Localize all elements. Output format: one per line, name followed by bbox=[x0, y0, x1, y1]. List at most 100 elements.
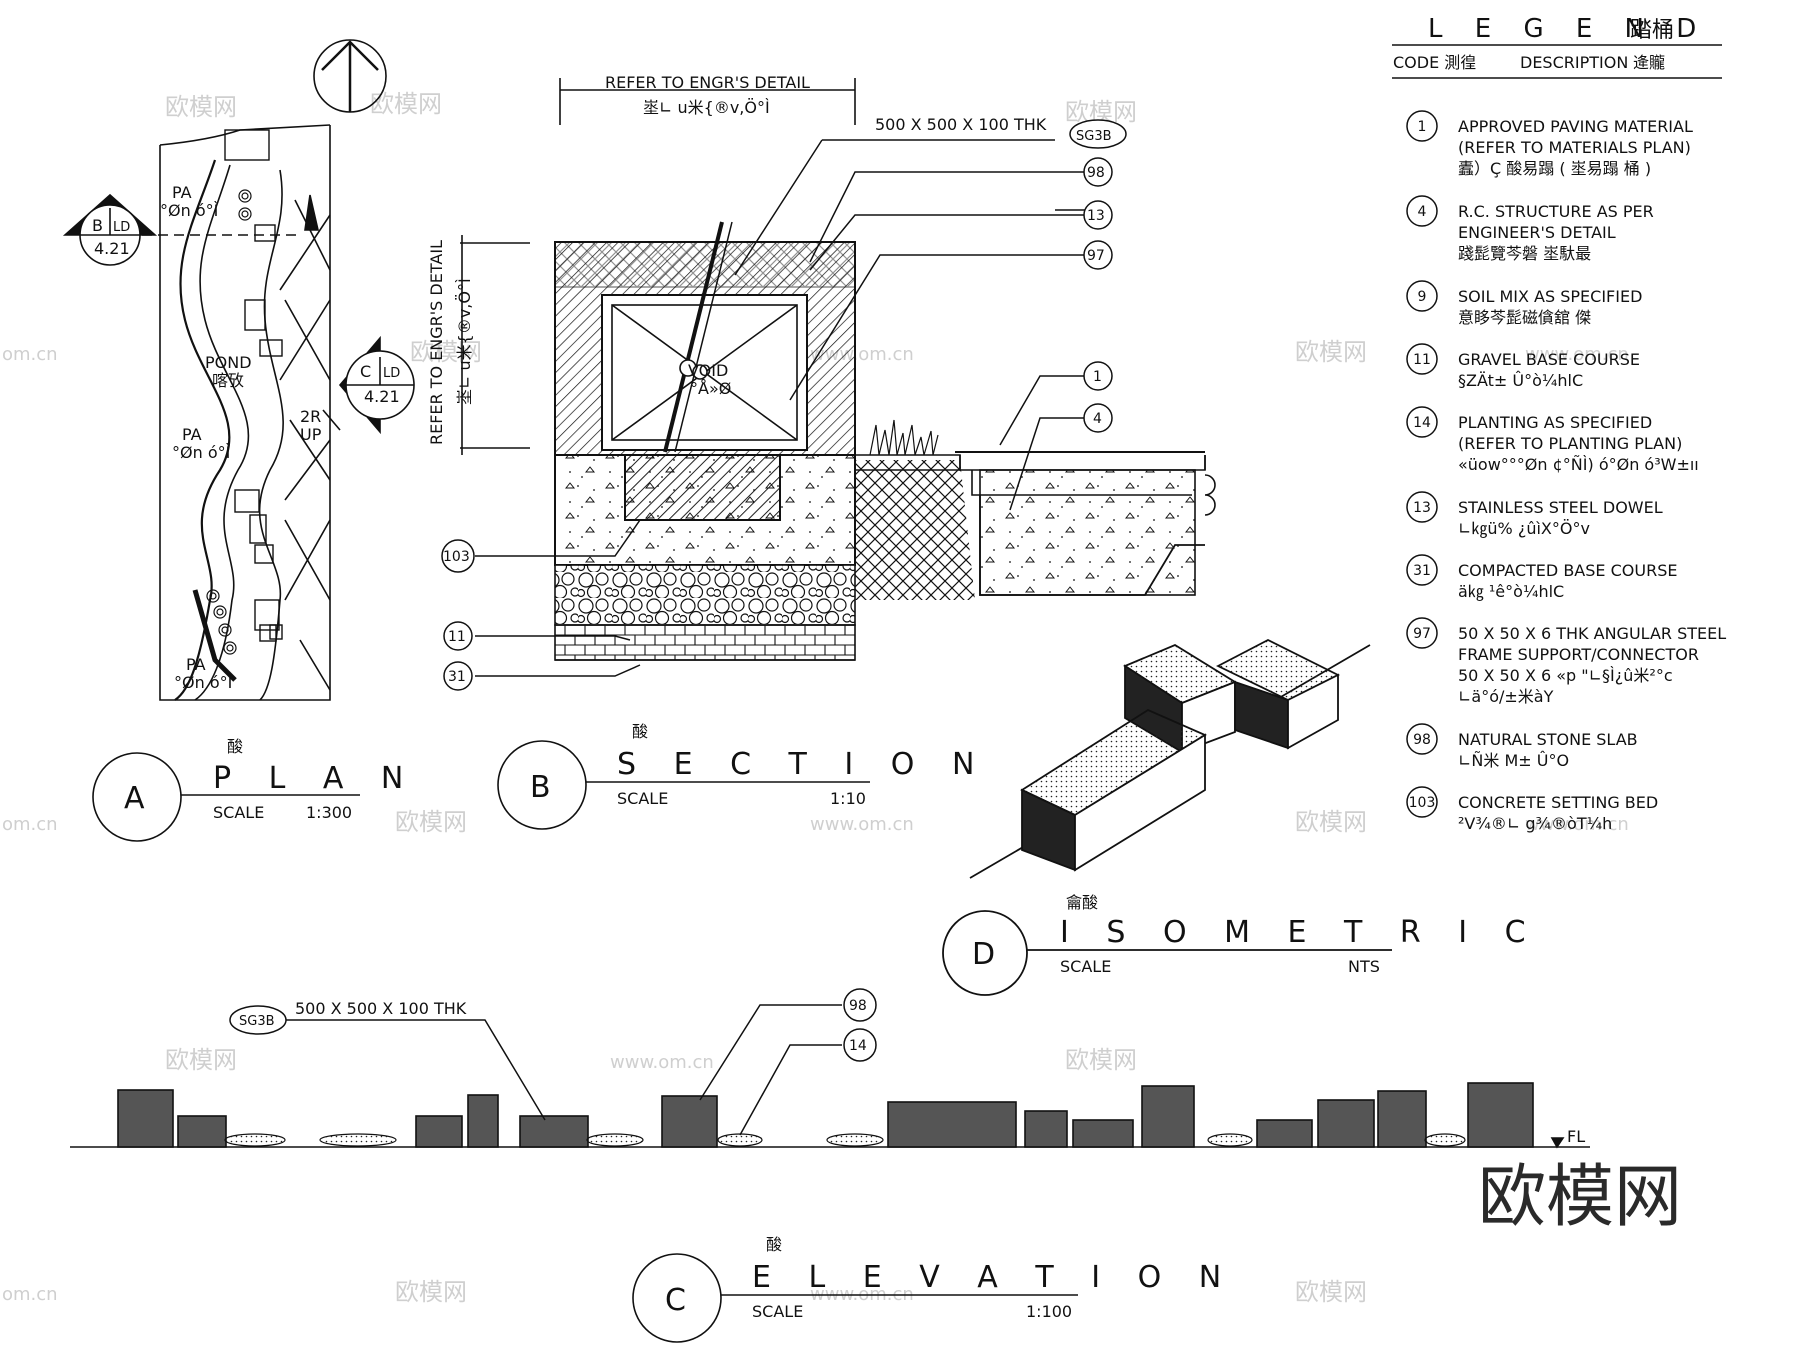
north-arrow-icon bbox=[313, 39, 387, 113]
isometric-title-letter: D bbox=[972, 937, 995, 972]
plan-label-pa-cn-2: °Øn ó°Ì bbox=[172, 443, 230, 462]
section-void: VOID bbox=[688, 361, 728, 380]
legend-description-line: ²V¾®∟ g¾®òT¼h bbox=[1458, 814, 1612, 833]
legend-code: 11 bbox=[1413, 352, 1431, 368]
plan-title-circle bbox=[92, 752, 182, 842]
watermark-7: 欧模网 bbox=[1295, 808, 1367, 836]
marker-b-letter: B bbox=[92, 216, 103, 235]
legend-description-line: «üow°°°Øn ¢°ÑÌ) ó°Øn ó³W±ıı bbox=[1458, 455, 1699, 474]
plan-label-pond-cn: 喀攷 bbox=[212, 371, 244, 390]
legend-description-line: CONCRETE SETTING BED bbox=[1458, 793, 1658, 812]
legend-desc-header: DESCRIPTION bbox=[1520, 53, 1628, 72]
legend-code: 4 bbox=[1418, 204, 1427, 220]
legend-description-line: ∟㎏ü% ¿ûìX°Ö°v bbox=[1458, 519, 1590, 538]
legend-description-line: 50 X 50 X 6 «p "∟§Ì¿û米²°c bbox=[1458, 666, 1673, 685]
legend-description-line: APPROVED PAVING MATERIAL bbox=[1458, 117, 1693, 136]
plan-title-letter: A bbox=[124, 781, 145, 816]
plan-label-pa-1: PA bbox=[172, 183, 192, 202]
legend-description-line: 蠹）Ç 酸易蹋 ( 埊易蹋 桶 ) bbox=[1458, 159, 1651, 178]
section-refer-side: REFER TO ENGR'S DETAIL bbox=[427, 240, 446, 445]
plan-label-steps-b: UP bbox=[300, 425, 322, 444]
elevation-scale-value: 1:100 bbox=[1026, 1302, 1072, 1321]
legend-description-line: 踐髭覽芩磐 埊馱最 bbox=[1458, 244, 1591, 263]
elevation-title: E L E V A T I O N bbox=[752, 1260, 1235, 1295]
watermark-9: 欧模网 bbox=[1065, 1046, 1137, 1074]
isometric-title: I S O M E T R I C bbox=[1060, 915, 1540, 950]
legend-code: 14 bbox=[1413, 415, 1431, 431]
watermark-2: 欧模网 bbox=[370, 90, 442, 118]
plan-scale-value: 1:300 bbox=[306, 803, 352, 822]
legend-items: 1 APPROVED PAVING MATERIAL (REFER TO MATER… bbox=[1406, 110, 1726, 833]
legend-code: 1 bbox=[1418, 119, 1427, 135]
section-view bbox=[441, 78, 1216, 830]
section-refer-top-cn: 埊∟ u米{®v,Ö°Ì bbox=[643, 98, 770, 117]
isometric-scale-label: SCALE bbox=[1060, 957, 1111, 976]
watermark-url-6: om.cn bbox=[2, 344, 58, 365]
legend-description-line: (REFER TO PLANTING PLAN) bbox=[1458, 434, 1682, 453]
watermarks: 欧模网 欧模网 欧模网 欧模网 欧模网 欧模网 欧模网 欧模网 欧模网 欧模网 … bbox=[2, 90, 1682, 1306]
legend-code: 103 bbox=[1409, 795, 1436, 811]
plan-label-pa-2: PA bbox=[182, 425, 202, 444]
elevation-title-letter: C bbox=[665, 1283, 686, 1318]
watermark-url-5: www.om.cn bbox=[610, 1052, 714, 1073]
legend-description-line: COMPACTED BASE COURSE bbox=[1458, 561, 1677, 580]
legend-description-line: PLANTING AS SPECIFIED bbox=[1458, 413, 1652, 432]
legend-description-line: FRAME SUPPORT/CONNECTOR bbox=[1458, 645, 1699, 664]
watermark-1: 欧模网 bbox=[165, 93, 237, 121]
elevation-callout-14: 14 bbox=[849, 1038, 867, 1054]
watermark-url-4: www.om.cn bbox=[1525, 814, 1629, 835]
legend-code-circle bbox=[1406, 343, 1438, 375]
section-labels: REFER TO ENGR'S DETAIL 埊∟ u米{®v,Ö°Ì REFE… bbox=[427, 73, 1112, 808]
elevation-title-cn: 酸 bbox=[766, 1235, 782, 1254]
legend-description-line: §ZÄt± Û°ò¼hlC bbox=[1458, 371, 1583, 390]
legend-code: 98 bbox=[1413, 732, 1431, 748]
legend-code-circle bbox=[1406, 195, 1438, 227]
watermark-5: 欧模网 bbox=[1295, 338, 1367, 366]
watermark-8: 欧模网 bbox=[165, 1046, 237, 1074]
marker-c-letter: C bbox=[360, 362, 371, 381]
section-refer-side-cn: 埊∟ u米{®v,Ö°Ì bbox=[455, 278, 474, 405]
legend-description-line: (REFER TO MATERIALS PLAN) bbox=[1458, 138, 1691, 157]
watermark-url-2: www.om.cn bbox=[810, 814, 914, 835]
legend-desc-header-cn: 逄贚 bbox=[1633, 53, 1665, 72]
elevation-scale-label: SCALE bbox=[752, 1302, 803, 1321]
legend-code-circle bbox=[1406, 786, 1438, 818]
elevation-tag: SG3B bbox=[239, 1014, 275, 1029]
legend-code: 9 bbox=[1418, 289, 1427, 305]
marker-c-ref: 4.21 bbox=[364, 387, 400, 406]
isometric-title-cn: 龠酸 bbox=[1066, 893, 1098, 912]
marker-b-sheet: LD bbox=[113, 220, 130, 235]
plan-title-cn: 酸 bbox=[227, 737, 243, 756]
plan-label-pa-cn-3: °Øn ó°Ì bbox=[174, 673, 232, 692]
section-title-circle bbox=[497, 740, 587, 830]
watermark-4: 欧模网 bbox=[410, 338, 482, 366]
elevation-slab-label: 500 X 500 X 100 THK bbox=[295, 999, 467, 1018]
section-slab-label: 500 X 500 X 100 THK bbox=[875, 115, 1047, 134]
section-marker-b bbox=[62, 193, 158, 266]
legend-title: L E G E N D bbox=[1428, 14, 1708, 44]
marker-b-ref: 4.21 bbox=[94, 239, 130, 258]
watermark-url-3: www.om.cn bbox=[1525, 344, 1629, 365]
legend-code-circle bbox=[1406, 406, 1438, 438]
plan-labels: PA °Øn ó°Ì POND 喀攷 PA °Øn ó°Ì PA °Øn ó°Ì… bbox=[92, 183, 403, 822]
elevation-callout-98: 98 bbox=[849, 998, 867, 1014]
section-callout-13: 13 bbox=[1087, 208, 1105, 224]
plan-label-pa-cn-1: °Øn ó°Ì bbox=[160, 201, 218, 220]
section-refer-top: REFER TO ENGR'S DETAIL bbox=[605, 73, 810, 92]
section-title: S E C T I O N bbox=[617, 747, 988, 782]
plan-label-pond: POND bbox=[205, 353, 252, 372]
section-scale-value: 1:10 bbox=[830, 789, 866, 808]
elevation-stones bbox=[117, 1082, 1534, 1148]
plan-label-steps-a: 2R bbox=[300, 407, 321, 426]
section-callout-98: 98 bbox=[1087, 165, 1105, 181]
legend-description-line: STAINLESS STEEL DOWEL bbox=[1458, 498, 1663, 517]
legend-code-circle bbox=[1406, 280, 1438, 312]
legend-description-line: R.C. STRUCTURE AS PER bbox=[1458, 202, 1654, 221]
section-callout-31: 31 bbox=[448, 669, 466, 685]
legend-code-header: CODE 測徨 bbox=[1393, 53, 1476, 72]
legend-description-line: NATURAL STONE SLAB bbox=[1458, 730, 1638, 749]
section-callout-circles bbox=[441, 119, 1127, 691]
elevation-fl-label: FL bbox=[1567, 1127, 1585, 1146]
elevation-labels: SG3B 500 X 500 X 100 THK 98 14 FL C 酸 E … bbox=[239, 998, 1585, 1321]
